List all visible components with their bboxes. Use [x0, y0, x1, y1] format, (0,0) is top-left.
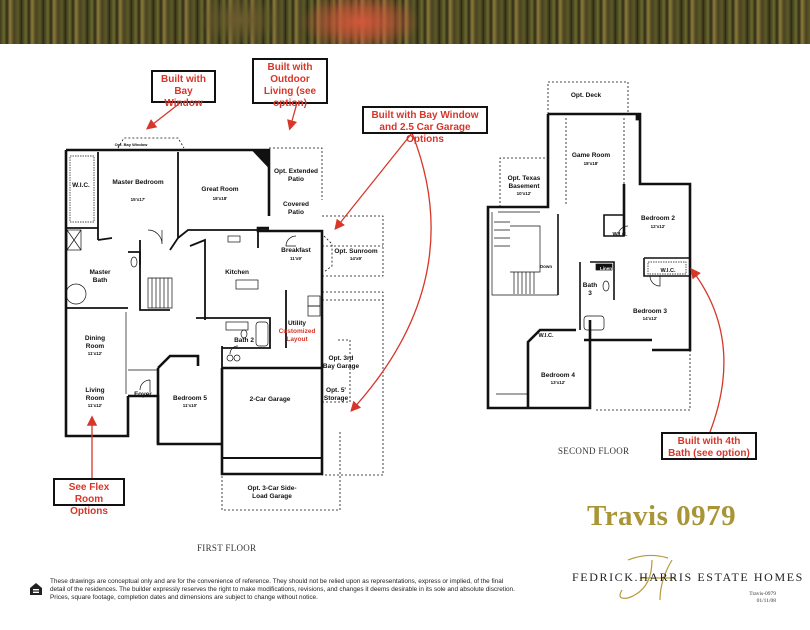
game-room-dim: 18'x18': [584, 161, 599, 166]
bath-3-label: Bath: [583, 282, 597, 289]
covered-patio-label-2: Patio: [288, 209, 304, 216]
bath-3-label-2: 3: [588, 290, 592, 297]
callout-fourth-bath: Built with 4th Bath (see option): [661, 432, 757, 460]
second-floor-labels: Opt. Deck Game Room 18'x18' Opt. Texas B…: [508, 92, 676, 385]
disclaimer-text: These drawings are conceptual only and a…: [50, 578, 515, 601]
kitchen-label: Kitchen: [225, 269, 249, 276]
bedroom-5-label: Bedroom 5: [173, 395, 207, 402]
callout-bay-window-garage: Built with Bay Window and 2.5 Car Garage…: [362, 106, 488, 145]
brand-monogram: [619, 554, 676, 601]
optional-areas: [117, 137, 384, 511]
brand-name: FEDRICK.HARRIS ESTATE HOMES: [572, 570, 804, 584]
dining-room-label-2: Room: [86, 343, 105, 350]
plan-id-block: Travis-0979 01/11/08: [749, 591, 776, 605]
customized-layout-label-2: Layout: [286, 336, 308, 343]
plan-id: Travis-0979: [749, 591, 776, 597]
two-car-garage-label: 2-Car Garage: [250, 396, 291, 403]
equal-housing-icon: [30, 583, 42, 595]
wic-2-label: W.I.C.: [613, 232, 628, 238]
bath-2-label: Bath 2: [234, 337, 254, 344]
great-room-dim: 18'x18': [213, 196, 228, 201]
opt-storage-label-2: Storage: [324, 395, 349, 402]
bedroom-2-label: Bedroom 2: [641, 215, 675, 222]
opt-sunroom-label: Opt. Sunroom: [334, 248, 378, 255]
arrow-bay-window-garage-2: [350, 132, 432, 412]
second-floor-plan: [486, 81, 692, 411]
customized-layout-label: Customized: [279, 328, 316, 335]
dining-room-label: Dining: [85, 335, 105, 342]
callout-bay-window: Built with Bay Window: [151, 70, 216, 109]
master-bedroom-label: Master Bedroom: [112, 179, 164, 186]
covered-patio-label: Covered: [283, 201, 309, 208]
opt-sunroom-dim: 14'x9': [350, 256, 362, 261]
opt-bay-window-label: Opt. Bay Window: [115, 142, 149, 147]
breakfast-dim: 11'x9': [290, 256, 302, 261]
bedroom-3-label: Bedroom 3: [633, 308, 667, 315]
callout-outdoor-living: Built with Outdoor Living (see option): [252, 58, 328, 109]
linen-label: Linen: [600, 266, 612, 271]
wic-4-label: W.I.C.: [539, 333, 554, 339]
master-bath-label: Master: [90, 269, 111, 276]
opt-texas-basement-label-2: Basement: [508, 183, 540, 190]
bedroom-2-dim: 12'x12': [651, 224, 666, 229]
opt-side-load-label-2: Load Garage: [252, 493, 292, 500]
great-room-label: Great Room: [201, 186, 238, 193]
opt-extended-patio-label: Opt. Extended: [274, 168, 318, 175]
opt-side-load-label: Opt. 3-Car Side-: [247, 485, 296, 492]
wic-label: W.I.C.: [72, 182, 90, 189]
arrow-bay-window-garage-1: [334, 132, 413, 231]
opt-3rd-bay-label: Opt. 3rd: [329, 355, 354, 362]
wic-3-label: W.I.C.: [661, 268, 676, 274]
arrow-fourth-bath: [690, 267, 725, 433]
arrow-bay-window: [145, 102, 181, 130]
first-floor-plan: [64, 137, 384, 511]
foyer-label: Foyer: [134, 391, 152, 398]
living-room-label: Living: [85, 387, 104, 394]
living-room-label-2: Room: [86, 395, 105, 402]
game-room-label: Game Room: [572, 152, 611, 159]
first-floor-label: FIRST FLOOR: [197, 543, 257, 553]
bedroom-5-dim: 11'x10': [183, 403, 197, 408]
second-floor-label: SECOND FLOOR: [558, 446, 630, 456]
bedroom-4-dim: 13'x12': [551, 380, 566, 385]
callout-arrows: [86, 102, 725, 478]
bedroom-3-dim: 14'x12': [643, 316, 658, 321]
plan-date: 01/11/08: [756, 598, 776, 604]
living-room-dim: 11'x12': [88, 403, 102, 408]
opt-deck-label: Opt. Deck: [571, 92, 602, 99]
utility-label: Utility: [288, 320, 306, 327]
opt-extended-patio-label-2: Patio: [288, 176, 304, 183]
first-floor-labels: Opt. Bay Window W.I.C. Master Bedroom 15…: [72, 142, 378, 500]
master-bedroom-dim: 15'x17': [131, 197, 146, 202]
callout-flex-room: See Flex Room Options: [53, 478, 125, 517]
dining-room-dim: 11'x12': [88, 351, 102, 356]
opt-storage-label: Opt. 5': [326, 387, 346, 394]
master-bath-label-2: Bath: [93, 277, 107, 284]
arrow-outdoor-living: [287, 102, 298, 131]
bedroom-4-label: Bedroom 4: [541, 372, 575, 379]
plan-title: Travis 0979: [587, 500, 737, 532]
opt-texas-basement-dim: 10'x12': [517, 191, 532, 196]
stairs-down-label: Down: [540, 264, 552, 269]
opt-texas-basement-label: Opt. Texas: [508, 175, 541, 182]
breakfast-label: Breakfast: [281, 247, 311, 254]
opt-3rd-bay-label-2: Bay Garage: [323, 363, 360, 370]
header-photo-banner: [0, 0, 810, 44]
